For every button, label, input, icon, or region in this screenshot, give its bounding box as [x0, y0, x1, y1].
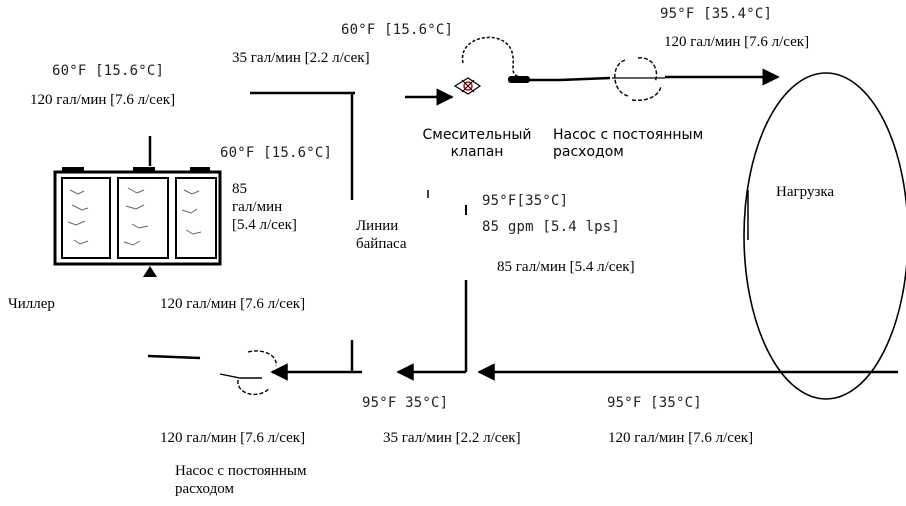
flow-label-mid-right-faded: 85 gpm [5.4 lps]: [482, 219, 621, 235]
temp-label-top-right: 95°F [35.4°C]: [660, 6, 773, 22]
pump-bottom-label: Насос с постоянным расходом: [175, 463, 307, 497]
flow-label-mid-right: 85 гал/мин [5.4 л/сек]: [497, 259, 635, 275]
flow-label-top-right: 120 гал/мин [7.6 л/сек]: [664, 34, 810, 50]
load-label: Нагрузка: [776, 184, 835, 200]
chiller-unit: [53, 167, 222, 277]
temp-label-mid-left: 60°F [15.6°C]: [220, 145, 333, 161]
pump-bottom: [219, 350, 277, 396]
mixing-valve-label: Смесительный клапан: [422, 127, 532, 160]
load-ellipse: [743, 72, 906, 400]
temp-label-top-center: 60°F [15.6°C]: [341, 22, 454, 38]
temp-label-mid-right: 95°F[35°C]: [482, 193, 569, 209]
temp-label-bottom-right: 95°F [35°C]: [607, 395, 702, 411]
chiller-label: Чиллер: [8, 296, 55, 312]
pump-top: [612, 57, 665, 102]
flow-label-bottom-center: 35 гал/мин [2.2 л/сек]: [383, 430, 521, 446]
temp-label-left: 60°F [15.6°C]: [52, 63, 165, 79]
flow-label-mid-left: 85 гал/мин [5.4 л/сек]: [232, 181, 297, 233]
flow-label-left: 120 гал/мин [7.6 л/сек]: [30, 92, 176, 108]
flow-label-bottom-left: 120 гал/мин [7.6 л/сек]: [160, 430, 306, 446]
flow-label-bottom-right: 120 гал/мин [7.6 л/сек]: [608, 430, 754, 446]
flow-label-under-chiller: 120 гал/мин [7.6 л/сек]: [160, 296, 306, 312]
pump-top-label: Насос с постоянным расходом: [553, 127, 704, 160]
mixing-valve: [453, 36, 530, 95]
flow-label-top-center: 35 гал/мин [2.2 л/сек]: [232, 50, 370, 66]
temp-label-bottom-center: 95°F 35°C]: [362, 395, 449, 411]
bypass-lines-label: Линии байпаса: [356, 218, 407, 252]
return-to-chiller: [147, 354, 201, 360]
